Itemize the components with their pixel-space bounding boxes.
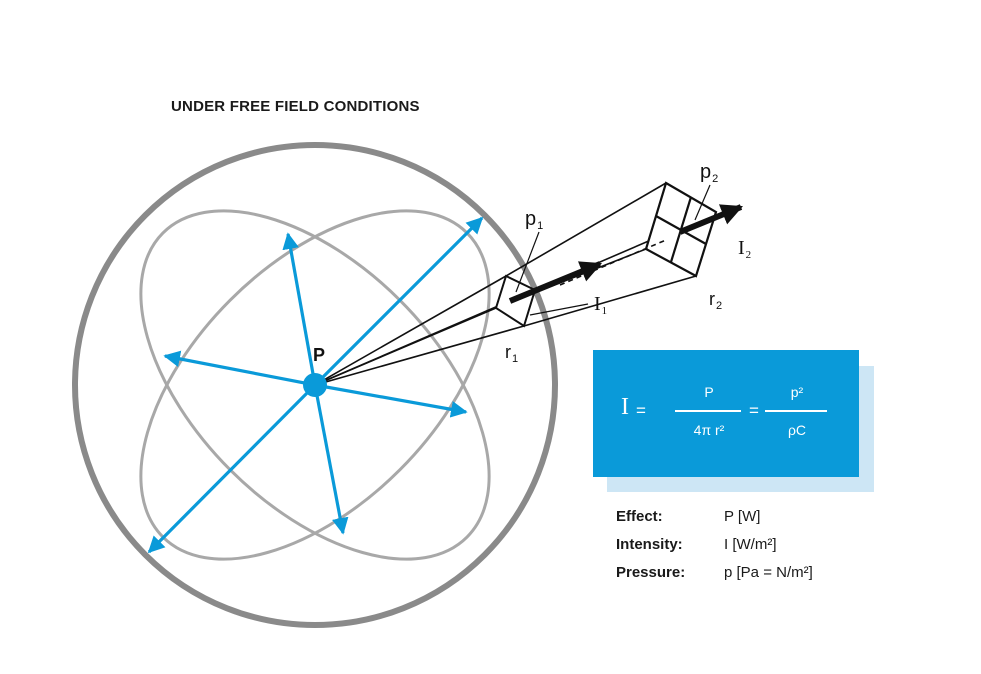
arrow-down (313, 384, 349, 535)
arrow-up (282, 232, 317, 386)
radiation-arrows (147, 216, 484, 554)
intensity-label-2: I2 (738, 237, 752, 261)
tube-dashed-line (559, 239, 667, 286)
arrow-up-right (313, 216, 484, 387)
formula-lhs: I (621, 394, 629, 420)
formula-fraction2-denominator: ρC (787, 422, 807, 438)
legend-value: p [Pa = N/m²] (724, 564, 813, 581)
arrow-down-left (147, 383, 317, 554)
intensity-arrow-1 (508, 261, 602, 304)
source-label: P (313, 345, 326, 365)
distance-label-1: r1 (505, 342, 519, 365)
legend-value: P [W] (724, 508, 761, 525)
source-point (303, 373, 327, 397)
pressure-label-1: p1 (525, 208, 544, 232)
legend-key: Effect: (616, 508, 663, 525)
distance-label-2: r2 (709, 289, 723, 312)
formula-fraction1-denominator: 4π r² (693, 422, 725, 438)
formula-fraction1-numerator: P (704, 384, 714, 400)
sphere-outline (72, 142, 558, 628)
formula-equals-2: = (749, 401, 759, 420)
legend-key: Intensity: (616, 536, 683, 553)
formula-equals-1: = (636, 401, 646, 420)
intensity-label-1: I1 (594, 293, 608, 317)
formula-fraction2-numerator: p² (790, 384, 804, 400)
diagram-title: UNDER FREE FIELD CONDITIONS (171, 98, 420, 115)
arrow-left (163, 350, 316, 387)
formula-fraction2-bar (765, 410, 827, 412)
pressure-label-2: p2 (700, 161, 719, 185)
formula-box: I = P 4π r² = p² ρC (593, 350, 859, 477)
legend-value: I [W/m²] (724, 536, 777, 553)
intensity-arrow-2 (678, 204, 743, 235)
arrow-right (314, 383, 468, 418)
formula-fraction1-bar (675, 410, 741, 412)
leader-lines (515, 184, 711, 316)
legend-key: Pressure: (616, 564, 686, 581)
